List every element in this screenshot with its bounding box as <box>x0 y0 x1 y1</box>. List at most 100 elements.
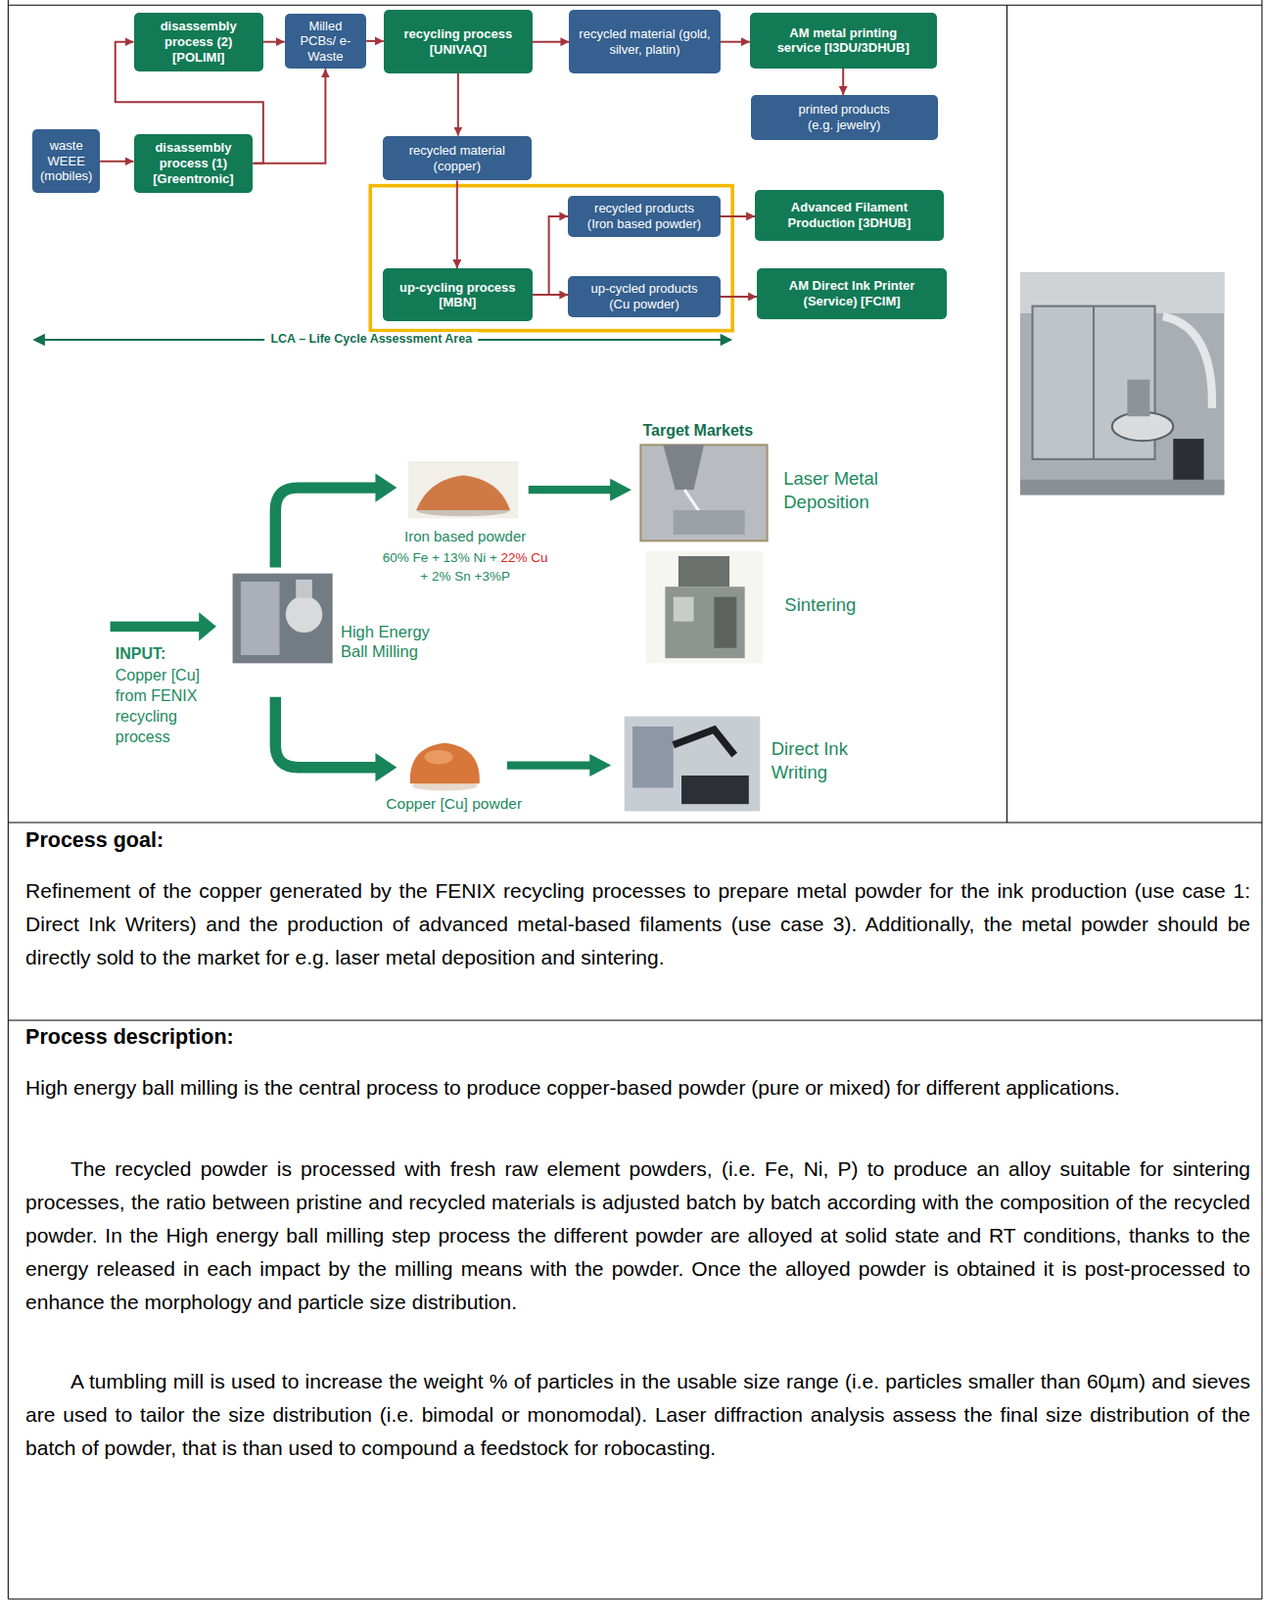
paragraph: A tumbling mill is used to increase the … <box>25 1364 1251 1464</box>
heading-label: Target Markets <box>642 421 753 440</box>
cabinet-door <box>1092 306 1095 460</box>
caption-label: Sintering <box>784 594 856 616</box>
heading-label: LCA – Life Cycle Assessment Area <box>264 331 478 346</box>
workpiece <box>673 510 746 535</box>
flow-arrow <box>110 621 201 632</box>
printer-base <box>681 775 749 804</box>
flow-connector <box>720 215 755 218</box>
caption-label: Copper [Cu] powder <box>385 795 522 813</box>
material-box: Milled PCBs/ e-Waste <box>284 13 367 70</box>
paragraph: The recycled powder is processed with fr… <box>25 1152 1251 1318</box>
mill-vessel <box>285 596 324 634</box>
flow-arrow <box>528 485 612 494</box>
heading-label: INPUT: <box>115 645 167 663</box>
flow-connector <box>532 293 568 296</box>
arrow-head <box>198 611 217 641</box>
paragraph: Refinement of the copper generated by th… <box>25 874 1251 974</box>
ball-mill-photo <box>233 573 333 664</box>
flow-connector <box>720 295 758 298</box>
flow-connector <box>456 180 459 269</box>
formula-line: 60% Fe + 13% Ni +22% Cu+ 2% Sn +3%P <box>382 548 549 587</box>
material-box: recycled material (copper) <box>382 136 532 182</box>
box-text: recycled products (Iron based powder) <box>580 200 708 232</box>
flow-connector <box>532 41 570 44</box>
material-box: recycled material (gold, silver, platin) <box>568 9 720 74</box>
process-box: up-cycling process [MBN] <box>382 268 533 322</box>
box-text: recycled material (copper) <box>393 142 521 174</box>
heading-label: Process goal: <box>25 828 164 853</box>
box-text: disassembly process (2) [POLIMI] <box>141 18 255 65</box>
material-box: up-cycled products (Cu powder) <box>567 276 720 317</box>
flow-arrow <box>275 697 377 768</box>
process-box: disassembly process (2) [POLIMI] <box>134 12 264 72</box>
process-box: Advanced Filament Production [3DHUB] <box>754 189 944 241</box>
caption-label: Iron based powder <box>404 527 526 545</box>
printer-frame <box>632 726 674 789</box>
diw-photo <box>624 716 761 812</box>
powder-pile <box>416 475 511 511</box>
process-box: AM Direct Ink Printer (Service) [FCIM] <box>756 268 947 320</box>
table-line <box>7 4 1263 6</box>
material-box: waste WEEE (mobiles) <box>32 129 100 193</box>
table-line <box>1006 4 1008 823</box>
box-text: waste WEEE (mobiles) <box>39 138 94 185</box>
box-text: Advanced Filament Production [3DHUB] <box>775 199 923 231</box>
caption-label: High Energy Ball Milling <box>340 621 451 662</box>
flow-connector <box>720 41 750 44</box>
table-line <box>7 821 1263 823</box>
material-box: printed products (e.g. jewelry) <box>750 94 938 141</box>
flow-connector <box>99 160 134 163</box>
laser-photo <box>640 444 767 541</box>
hopper <box>1126 379 1150 418</box>
flow-connector <box>366 40 384 43</box>
flow-connector <box>532 216 568 295</box>
flow-connector <box>457 73 460 137</box>
floor <box>1020 479 1224 496</box>
arrow-head <box>609 478 632 502</box>
flow-arrow <box>507 760 592 769</box>
composition-text: 22% Cu <box>501 550 549 565</box>
powder-photo <box>408 461 519 518</box>
powder-highlight <box>423 749 453 765</box>
machine-photo <box>1020 272 1224 495</box>
machine-panel <box>673 597 695 622</box>
hopper <box>295 579 313 599</box>
caption-label: Laser Metal Deposition <box>783 467 899 515</box>
sintering-photo <box>646 551 764 664</box>
process-box: recycling process [UNIVAQ] <box>383 9 533 74</box>
box-text: up-cycling process [MBN] <box>388 280 526 311</box>
arrow-head <box>589 753 611 777</box>
machine-top <box>678 556 730 587</box>
table-line <box>7 1597 1263 1599</box>
bin <box>1172 438 1204 485</box>
heading-label: Process description: <box>25 1025 234 1050</box>
flow-connector <box>252 68 326 163</box>
table-line <box>7 0 9 1599</box>
box-text: up-cycled products (Cu powder) <box>580 280 708 312</box>
box-text: AM metal printing service [I3DU/3DHUB] <box>774 25 912 56</box>
cabinet <box>240 581 281 655</box>
printer-arm <box>673 729 736 755</box>
flow-connector <box>842 68 844 95</box>
box-text: disassembly process (1) [Greentronic] <box>143 140 242 187</box>
paragraph: High energy ball milling is the central … <box>25 1071 1251 1105</box>
nozzle <box>662 444 704 490</box>
box-text: recycling process [UNIVAQ] <box>389 26 527 57</box>
pipe <box>1163 316 1213 409</box>
box-text: AM Direct Ink Printer (Service) [FCIM] <box>771 278 934 309</box>
process-box: AM metal printing service [I3DU/3DHUB] <box>749 12 937 69</box>
arrow-head <box>720 333 734 347</box>
composition-text: + 2% Sn +3%P <box>382 566 549 587</box>
mill-vessel <box>1112 412 1174 441</box>
table-line <box>7 1020 1263 1022</box>
arrow-head <box>32 333 46 347</box>
arrow-head <box>374 473 397 503</box>
caption-label: Direct Ink Writing <box>771 737 875 785</box>
arrow-head <box>374 752 397 782</box>
flow-connector <box>263 41 285 44</box>
material-box: recycled products (Iron based powder) <box>567 195 720 237</box>
table-line <box>1261 0 1263 1599</box>
